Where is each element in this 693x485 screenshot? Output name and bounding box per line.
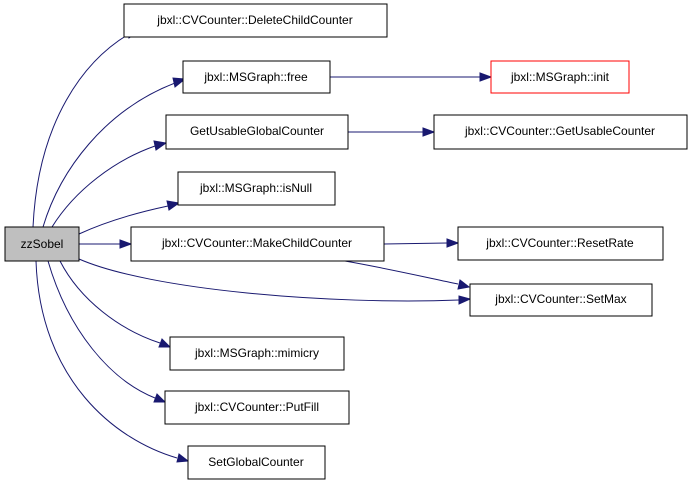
edge-arrowhead [479,72,493,82]
node-box [123,3,388,38]
node-box [164,390,350,425]
node-label: jbxl::MSGraph::free [203,70,308,84]
edge-makechildcounter-to-setmax [344,260,459,285]
edge-arrowhead [119,239,133,249]
node-msgraph-init[interactable]: jbxl::MSGraph::init [490,60,630,94]
edge-arrowhead [153,140,168,151]
edge-arrowhead [166,200,181,211]
node-makechildcounter[interactable]: jbxl::CVCounter::MakeChildCounter [130,226,385,262]
node-putfill[interactable]: jbxl::CVCounter::PutFill [164,390,350,425]
call-graph-edges [32,28,493,463]
edge-arrowhead [176,453,190,463]
node-box [177,171,336,206]
node-label: jbxl::MSGraph::mimicry [194,346,319,360]
node-label: jbxl::CVCounter::DeleteChildCounter [156,13,352,27]
node-getusablecounter[interactable]: jbxl::CVCounter::GetUsableCounter [433,114,688,150]
node-setglobalcounter[interactable]: SetGlobalCounter [187,445,326,480]
node-label: jbxl::CVCounter::ResetRate [485,236,634,250]
node-resetrate[interactable]: jbxl::CVCounter::ResetRate [457,226,664,261]
node-box [187,445,326,480]
node-setmax[interactable]: jbxl::CVCounter::SetMax [469,283,653,317]
node-box [182,60,331,94]
edge-arrowhead [172,77,187,88]
node-box [490,60,630,94]
node-label: zzSobel [21,237,64,251]
edge-zzsobel-to-setglobalcounter [35,260,178,459]
node-label: jbxl::MSGraph::init [510,70,610,84]
node-msgraph-mimicry[interactable]: jbxl::MSGraph::mimicry [169,336,345,371]
node-label: GetUsableGlobalCounter [190,124,324,138]
node-box [457,226,664,261]
node-label: SetGlobalCounter [208,455,303,469]
node-label: jbxl::CVCounter::SetMax [494,292,626,306]
edge-zzsobel-to-getusableglobalcounter [51,145,156,228]
node-label: jbxl::CVCounter::MakeChildCounter [161,236,352,250]
node-box [169,336,345,371]
node-msgraph-free[interactable]: jbxl::MSGraph::free [182,60,331,94]
call-graph-nodes: zzSobel jbxl::CVCounter::DeleteChildCoun… [4,3,688,480]
node-box [130,226,385,262]
edge-arrowhead [457,279,471,290]
node-label: jbxl::CVCounter::PutFill [194,400,319,414]
node-box [469,283,653,317]
node-deletechildcounter[interactable]: jbxl::CVCounter::DeleteChildCounter [123,3,388,38]
edge-zzsobel-to-msgraph-isnull [78,205,169,235]
node-box [433,114,688,150]
node-getusableglobalcounter[interactable]: GetUsableGlobalCounter [165,114,349,150]
node-box [4,226,80,262]
node-msgraph-isnull[interactable]: jbxl::MSGraph::isNull [177,171,336,206]
edge-arrowhead [153,393,167,403]
node-zzsobel[interactable]: zzSobel [4,226,80,262]
edge-zzsobel-to-setmax [78,258,460,302]
edge-zzsobel-to-putfill [47,260,156,399]
edge-arrowhead [158,338,172,348]
node-label: jbxl::CVCounter::GetUsableCounter [464,124,655,138]
edge-zzsobel-to-msgraph-free [42,82,176,228]
edge-arrowhead [422,127,436,137]
edge-zzsobel-to-deletechildcounter [32,33,130,228]
edge-arrowhead [458,295,472,305]
node-label: jbxl::MSGraph::isNull [199,181,312,195]
edge-makechildcounter-to-resetrate [383,242,448,245]
node-box [165,114,349,150]
edge-zzsobel-to-msgraph-mimicry [59,260,161,344]
edge-arrowhead [446,238,460,248]
